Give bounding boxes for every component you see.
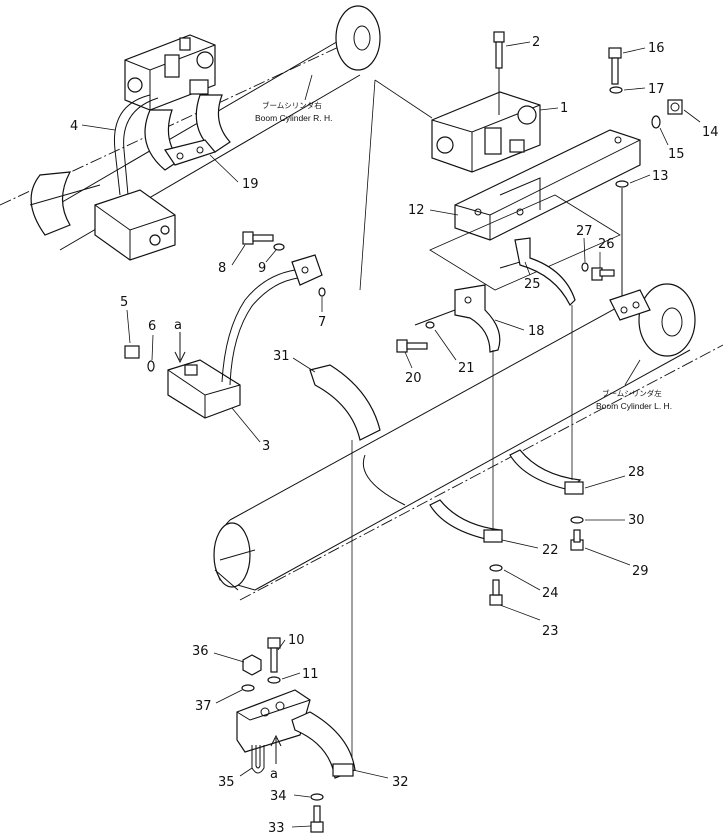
- callout-17: 17: [648, 82, 665, 97]
- clamp-22: [429, 499, 503, 543]
- gasket-plate: [429, 194, 621, 291]
- arrow-a-bottom: [270, 734, 282, 764]
- washer-27: [581, 262, 589, 272]
- callout-19: 19: [242, 177, 259, 192]
- svg-text:ブームシリンダ右: ブームシリンダ右: [262, 100, 322, 110]
- callout-22: 22: [542, 543, 559, 558]
- washer-17: [609, 86, 623, 94]
- hose-lower: [221, 269, 299, 386]
- bolt-8: [242, 231, 274, 245]
- bolt-20: [396, 339, 428, 353]
- callout-31: 31: [273, 349, 290, 364]
- callout-30: 30: [628, 513, 645, 528]
- callout-3: 3: [262, 439, 270, 454]
- o-ring-6: [147, 360, 155, 372]
- callout-18: 18: [528, 324, 545, 339]
- callout-37: 37: [195, 699, 212, 714]
- nut-36: [242, 654, 262, 676]
- callout-35: 35: [218, 775, 235, 790]
- callout-8: 8: [218, 261, 226, 276]
- safety-valve-3: [167, 359, 241, 419]
- view-marker-a-bottom: a: [270, 767, 278, 782]
- callout-24: 24: [542, 586, 559, 601]
- svg-text:Boom Cylinder R. H.: Boom Cylinder R. H.: [255, 113, 332, 123]
- plug-14: [667, 99, 683, 115]
- washer-30: [570, 516, 584, 524]
- bolt-26: [591, 267, 615, 281]
- washer-24: [489, 564, 503, 572]
- safety-valve-1: [431, 91, 541, 173]
- callout-13: 13: [652, 169, 669, 184]
- callout-21: 21: [458, 361, 475, 376]
- callout-14: 14: [702, 125, 719, 140]
- o-ring-15: [651, 115, 661, 129]
- callout-12: 12: [408, 203, 425, 218]
- boom-cylinder-lh: [213, 283, 723, 601]
- o-ring-13: [615, 180, 629, 188]
- flange-block: [291, 254, 323, 286]
- callout-11: 11: [302, 667, 319, 682]
- callout-7: 7: [318, 315, 326, 330]
- callout-15: 15: [668, 147, 685, 162]
- washer-34: [310, 793, 324, 801]
- callout-labels: 1 2 3 4 5 6 7 8 9 10 11 12 13 14 15 16 1…: [70, 35, 719, 836]
- callout-25: 25: [524, 277, 541, 292]
- callout-1: 1: [560, 101, 568, 116]
- washer-9: [273, 243, 285, 251]
- bolt-10: [267, 637, 281, 673]
- washer-11: [267, 676, 281, 684]
- block-upper: [94, 189, 176, 261]
- leader-lines: [81, 41, 701, 828]
- callout-33: 33: [268, 821, 285, 836]
- callout-5: 5: [120, 295, 128, 310]
- boom-cylinder-rh: [0, 5, 381, 251]
- callout-29: 29: [632, 564, 649, 579]
- hose-upper: [113, 94, 159, 196]
- washer-21: [425, 321, 435, 329]
- plug-5: [124, 345, 140, 359]
- bolt-16: [608, 47, 622, 85]
- svg-text:Boom Cylinder L. H.: Boom Cylinder L. H.: [596, 401, 672, 411]
- bolt-29: [570, 529, 584, 551]
- bolt-33: [310, 805, 324, 833]
- washer-37: [241, 684, 255, 692]
- safety-valve-mounted: [124, 34, 216, 111]
- bolt-23: [489, 579, 503, 606]
- callout-9: 9: [258, 261, 266, 276]
- mounting-bracket: [236, 689, 311, 753]
- label-boom-cylinder-rh: ブームシリンダ右 Boom Cylinder R. H.: [255, 74, 332, 123]
- callout-4: 4: [70, 119, 78, 134]
- o-ring-7: [318, 287, 326, 297]
- arrow-a-top: [174, 332, 186, 364]
- callout-2: 2: [532, 35, 540, 50]
- callout-10: 10: [288, 633, 305, 648]
- callout-32: 32: [392, 775, 409, 790]
- clamp-31: [309, 364, 381, 441]
- clamp-32: [291, 711, 356, 779]
- view-marker-a-top: a: [174, 318, 182, 333]
- bracket-19: [164, 139, 217, 166]
- callout-27: 27: [576, 224, 593, 239]
- callout-26: 26: [598, 237, 615, 252]
- callout-23: 23: [542, 624, 559, 639]
- callout-6: 6: [148, 319, 156, 334]
- clamp-25: [499, 237, 576, 307]
- clamp-18: [414, 284, 501, 353]
- bolt-2: [493, 31, 505, 115]
- callout-34: 34: [270, 789, 287, 804]
- callout-36: 36: [192, 644, 209, 659]
- mounting-block-12: [454, 129, 641, 241]
- label-boom-cylinder-lh: ブームシリンダ左 Boom Cylinder L. H.: [596, 359, 672, 411]
- svg-text:ブームシリンダ左: ブームシリンダ左: [602, 388, 662, 398]
- callout-20: 20: [405, 371, 422, 386]
- callout-28: 28: [628, 465, 645, 480]
- clamp-28: [509, 449, 584, 495]
- callout-16: 16: [648, 41, 665, 56]
